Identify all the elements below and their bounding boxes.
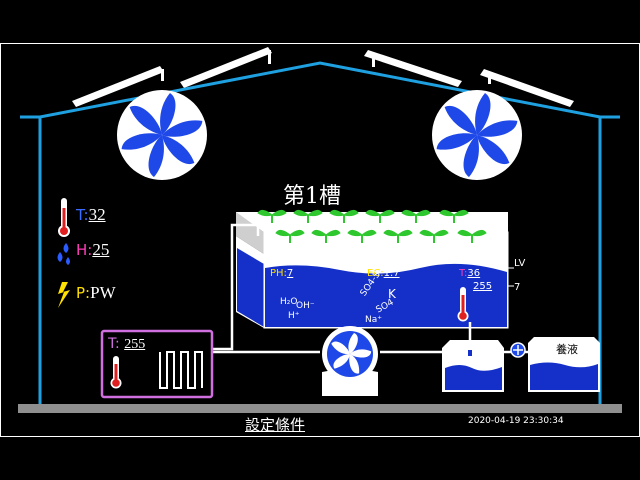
humidity-label: H: [76,241,93,259]
tank-title: 第1槽 [283,184,341,209]
nutrient-tank-label: 養液 [556,343,578,356]
fan-right[interactable] [432,90,522,180]
fan-left[interactable] [117,90,207,180]
ph-value: 7 [286,268,294,279]
power-bolt-icon [58,282,70,308]
temperature-readout: T:32 [76,205,106,224]
water-temp-value: 36 [467,268,481,279]
water-temp-label: T: [459,268,468,279]
return-tank [442,340,504,392]
ground [18,404,622,413]
heater-value: 255 [124,337,146,352]
plants [257,209,487,243]
level-gauge [507,262,514,328]
hydroponic-tank [236,212,509,329]
water-temp-setpoint: 255 [473,281,493,292]
solar-panels [72,47,574,107]
timestamp: 2020-04-19 23:30:34 [468,416,564,426]
ion-label: Na⁺ [365,315,382,325]
ph-label: PH: [270,268,287,279]
heater-coil [159,351,203,389]
nutrient-tank [528,337,600,392]
ec-readout: EC:1.7 [367,268,400,280]
humidity-readout: H:25 [76,240,110,259]
humidity-drops-icon [57,243,70,265]
temperature-label: T: [76,206,89,224]
ec-value: 1.7 [383,268,400,279]
humidity-value: 25 [92,240,110,259]
heater-panel[interactable] [100,329,214,399]
temperature-value: 32 [88,205,106,224]
ion-label: H⁺ [288,311,300,321]
power-label: P: [76,284,91,302]
heater-thermometer-icon [110,356,122,389]
valve-icon[interactable] [510,342,526,358]
thermometer-icon [58,198,70,237]
settings-link[interactable]: 設定條件 [245,416,306,434]
power-readout: P:PW [76,283,116,302]
level-value: 7 [514,282,521,293]
heater-label: T: [108,336,120,352]
water-thermometer-icon [457,287,469,322]
water-temp-readout: T:36 [459,268,480,280]
ion-label: K [388,287,396,301]
level-label: LV [514,258,526,269]
ec-label: EC: [367,268,384,279]
ion-label: OH⁻ [296,301,315,311]
heater-readout: T: 255 [108,336,145,353]
ph-readout: PH:7 [270,268,293,280]
power-value: PW [90,283,116,302]
pump[interactable] [322,326,378,396]
ion-label: H₂O [280,297,298,307]
